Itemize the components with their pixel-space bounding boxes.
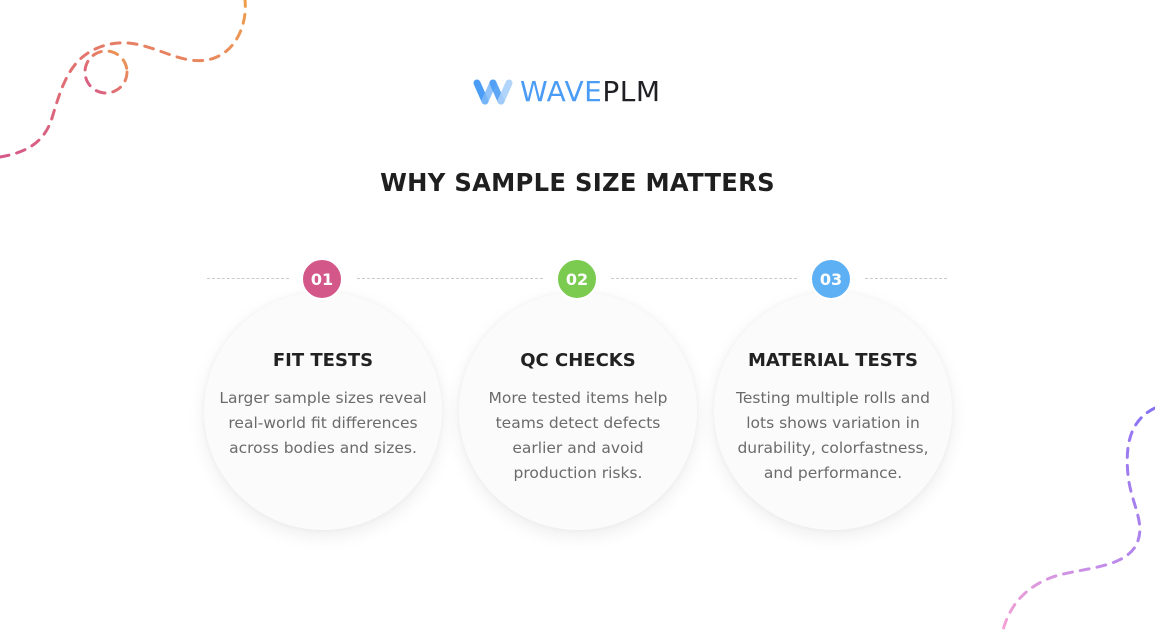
brand-logo: WAVEPLM bbox=[472, 76, 661, 108]
bottom-right-dashed-curve bbox=[1001, 406, 1155, 630]
timeline-dashed-line-right bbox=[865, 278, 947, 279]
step-card-material-tests: MATERIAL TESTS Testing multiple rolls an… bbox=[714, 292, 952, 530]
brand-name: WAVEPLM bbox=[520, 76, 661, 108]
step-number-badge-03: 03 bbox=[810, 258, 852, 300]
step-description: Testing multiple rolls and lots shows va… bbox=[736, 389, 930, 482]
step-card-qc-checks: QC CHECKS More tested items help teams d… bbox=[459, 292, 697, 530]
timeline-dashed-line-1-2 bbox=[357, 278, 543, 279]
step-number-badge-02: 02 bbox=[556, 258, 598, 300]
wave-logo-icon bbox=[473, 79, 513, 105]
page-title: WHY SAMPLE SIZE MATTERS bbox=[380, 168, 775, 197]
step-heading: QC CHECKS bbox=[520, 350, 636, 371]
brand-name-plm: PLM bbox=[602, 75, 661, 108]
top-left-dashed-curve bbox=[0, 0, 247, 159]
step-description: More tested items help teams detect defe… bbox=[488, 389, 668, 482]
step-heading: FIT TESTS bbox=[272, 350, 374, 371]
step-heading: MATERIAL TESTS bbox=[747, 350, 919, 371]
brand-name-wave: WAVE bbox=[520, 75, 603, 108]
step-description: Larger sample sizes reveal real-world fi… bbox=[219, 389, 427, 457]
timeline-dashed-line-left bbox=[207, 278, 289, 279]
step-number-badge-01: 01 bbox=[301, 258, 343, 300]
step-card-fit-tests: FIT TESTS Larger sample sizes reveal rea… bbox=[204, 292, 442, 530]
timeline-dashed-line-2-3 bbox=[611, 278, 797, 279]
